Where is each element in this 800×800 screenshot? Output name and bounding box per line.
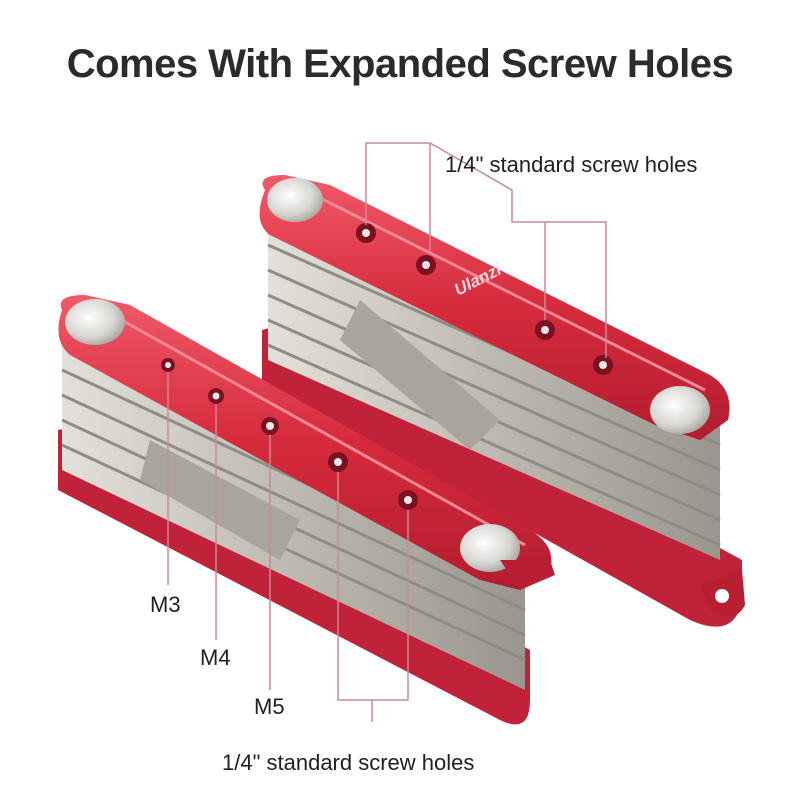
back-top-plate <box>259 175 730 440</box>
multitool-front <box>58 295 555 725</box>
front-cap-left <box>65 299 125 345</box>
label-m5: M5 <box>254 694 285 719</box>
front-top-plate <box>58 295 552 590</box>
label-m3: M3 <box>150 592 181 617</box>
label-m4: M4 <box>200 645 231 670</box>
front-screw-holes <box>161 358 418 510</box>
multitool-back <box>259 175 745 627</box>
front-blades <box>61 345 526 690</box>
label-bottom-screw-holes: 1/4" standard screw holes <box>222 750 475 775</box>
back-cap-right <box>650 386 710 434</box>
label-top-screw-holes: 1/4" standard screw holes <box>445 152 698 177</box>
page-title: Comes With Expanded Screw Holes <box>66 42 734 86</box>
back-cap-left <box>267 178 323 222</box>
back-screw-holes <box>356 223 613 375</box>
front-lanyard-tab <box>500 560 555 590</box>
callout-lines <box>167 142 607 722</box>
